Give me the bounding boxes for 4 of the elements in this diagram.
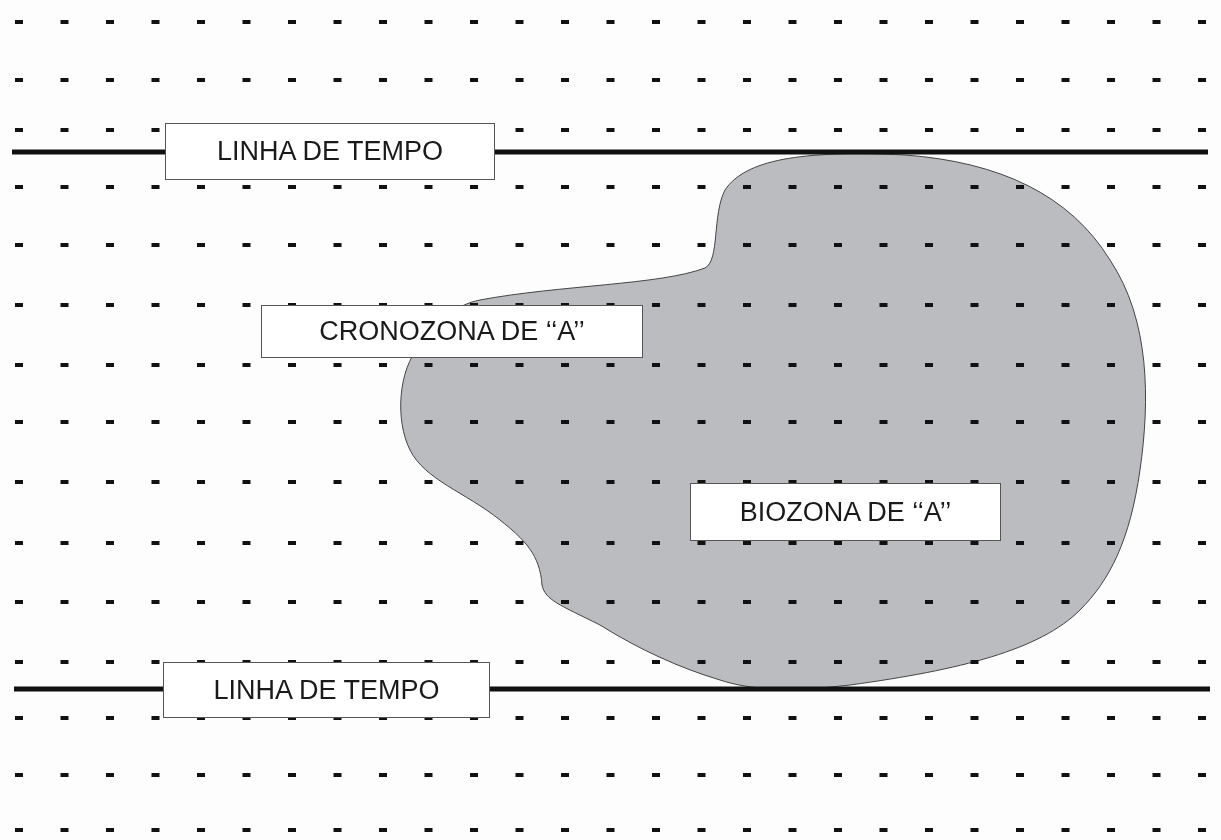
label-box: LINHA DE TEMPO [165,123,495,180]
label-box: LINHA DE TEMPO [163,662,490,718]
label-box: CRONOZONA DE ‘‘A’’ [261,305,643,358]
label-box: BIOZONA DE ‘‘A’’ [690,483,1001,541]
